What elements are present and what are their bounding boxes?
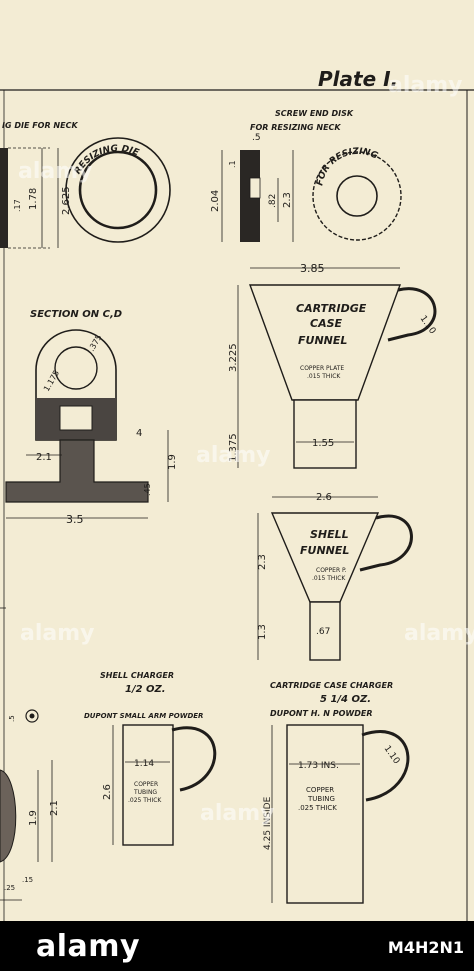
cartridge-charger-handle bbox=[361, 730, 410, 802]
resizing-die-inner-ring bbox=[78, 150, 158, 230]
cartridge-charger-powder: DUPONT H. N POWDER bbox=[270, 709, 373, 718]
resizing-die-outer-ring bbox=[65, 137, 171, 243]
cartridge-charger-material-3: .025 THICK bbox=[298, 804, 337, 812]
shell-funnel-dim-height: 2.3 bbox=[257, 554, 268, 570]
cartridge-funnel-name-3: FUNNEL bbox=[298, 334, 347, 347]
plate-title: Plate I. bbox=[318, 67, 398, 91]
section-dim-height: 1.9 bbox=[167, 454, 178, 470]
shell-charger-powder: DUPONT SMALL ARM POWDER bbox=[84, 712, 203, 720]
screw-disk-dim-outer: 2.3 bbox=[282, 192, 293, 208]
cartridge-charger-material-2: TUBING bbox=[307, 795, 335, 803]
cartridge-funnel-dim-height: 3.225 bbox=[228, 343, 239, 372]
shell-funnel-name-1: SHELL bbox=[310, 528, 349, 541]
cartridge-funnel-spout bbox=[293, 399, 357, 469]
cartridge-funnel-dim-top: 3.85 bbox=[300, 262, 325, 275]
cartridge-funnel-name-1: CARTRIDGE bbox=[296, 302, 367, 315]
footer-bar: alamy M4H2N1 bbox=[0, 921, 474, 971]
screw-disk-notch bbox=[249, 177, 261, 199]
screw-disk-dim-height: 2.04 bbox=[210, 190, 221, 212]
shell-funnel-material-1: COPPER P. bbox=[316, 567, 347, 574]
section-dim-mid: 4 bbox=[136, 428, 142, 439]
shell-funnel-dim-spout-width: .67 bbox=[316, 627, 330, 637]
left-part-dim-5: .5 bbox=[8, 715, 16, 722]
watermark: alamy bbox=[196, 443, 271, 468]
cartridge-funnel-dim-spout-width: 1.55 bbox=[312, 438, 334, 449]
shell-funnel-dim-spout-height: 1.3 bbox=[257, 624, 268, 640]
cartridge-funnel-material-1: COPPER PLATE bbox=[300, 365, 344, 372]
resizing-die-dim-inner: 1.78 bbox=[28, 188, 39, 210]
screw-disk-inner-ring bbox=[336, 175, 378, 217]
screw-disk-dim-top: .5 bbox=[252, 133, 261, 143]
shell-charger-material-2: TUBING bbox=[133, 789, 157, 796]
shell-funnel-dim-top: 2.6 bbox=[316, 492, 332, 503]
shell-charger-dim-height: 2.6 bbox=[102, 784, 113, 800]
shell-charger-amount: 1/2 OZ. bbox=[125, 684, 166, 695]
shell-funnel-cone bbox=[270, 512, 380, 603]
screw-disk-caption-1: SCREW END DISK bbox=[275, 109, 354, 118]
left-part-ribbed-body bbox=[0, 769, 17, 863]
watermark: alamy bbox=[20, 621, 95, 646]
cartridge-funnel-cone bbox=[248, 284, 402, 401]
shell-funnel-spout bbox=[309, 601, 341, 661]
section-bore-circle bbox=[54, 346, 98, 390]
cartridge-charger-dim-width: 1.73 INS. bbox=[298, 761, 339, 771]
resizing-die-side-profile bbox=[0, 148, 8, 248]
shell-funnel-material-2: .015 THICK bbox=[312, 575, 346, 582]
cartridge-charger-material-1: COPPER bbox=[306, 786, 334, 794]
screw-disk-dim-notch: .1 bbox=[228, 160, 237, 168]
shell-funnel-name-2: FUNNEL bbox=[300, 544, 349, 557]
section-dim-base: 2.1 bbox=[36, 452, 52, 463]
left-part-dim-4: .25 bbox=[4, 884, 15, 892]
shell-charger-material-3: .025 THICK bbox=[128, 797, 162, 804]
resizing-die-caption: IG DIE FOR NECK bbox=[2, 121, 78, 130]
screw-disk-dim-inner: .82 bbox=[268, 194, 278, 208]
left-part-small-circle bbox=[25, 709, 39, 723]
section-dim-width: 3.5 bbox=[66, 513, 84, 526]
cartridge-charger-dim-handle: 1.10 bbox=[382, 744, 402, 766]
cartridge-funnel-material-2: .015 THICK bbox=[307, 373, 341, 380]
cartridge-charger-tube bbox=[286, 724, 364, 904]
cartridge-charger-amount: 5 1/4 OZ. bbox=[320, 694, 371, 705]
section-dim-small: .45 bbox=[143, 483, 152, 496]
shell-funnel-handle bbox=[359, 514, 413, 572]
section-base-foot bbox=[5, 439, 149, 503]
shell-charger-material-1: COPPER bbox=[134, 781, 158, 788]
footer-image-code: M4H2N1 bbox=[387, 938, 464, 957]
watermark: alamy bbox=[388, 73, 463, 98]
screw-disk-outer-ring bbox=[312, 151, 402, 241]
screw-disk-caption-2: FOR RESIZING NECK bbox=[250, 123, 341, 132]
cartridge-charger-title: CARTRIDGE CASE CHARGER bbox=[270, 681, 393, 690]
shell-charger-title: SHELL CHARGER bbox=[100, 671, 174, 680]
resizing-die-dim-small: .17 bbox=[13, 199, 22, 212]
left-part-dim-1: 1.9 bbox=[28, 810, 39, 826]
watermark: alamy bbox=[200, 801, 275, 826]
cartridge-funnel-handle bbox=[387, 287, 437, 342]
shell-charger-handle bbox=[171, 726, 217, 792]
shell-charger-tube bbox=[122, 724, 174, 846]
left-part-dim-3: .15 bbox=[22, 876, 33, 884]
footer-brand-logo: alamy bbox=[36, 929, 141, 964]
section-slot bbox=[59, 405, 93, 431]
cartridge-charger-dim-height: 4.25 INSIDE bbox=[263, 796, 273, 850]
shell-charger-dim-width: 1.14 bbox=[134, 759, 154, 769]
section-caption: SECTION ON C,D bbox=[30, 309, 122, 320]
cartridge-funnel-name-2: CASE bbox=[310, 317, 343, 330]
watermark: alamy bbox=[18, 159, 93, 184]
cartridge-funnel-dim-spout-height: 1.375 bbox=[228, 433, 239, 462]
watermark: alamy bbox=[404, 621, 474, 646]
left-part-dim-2: 2.1 bbox=[49, 800, 60, 816]
